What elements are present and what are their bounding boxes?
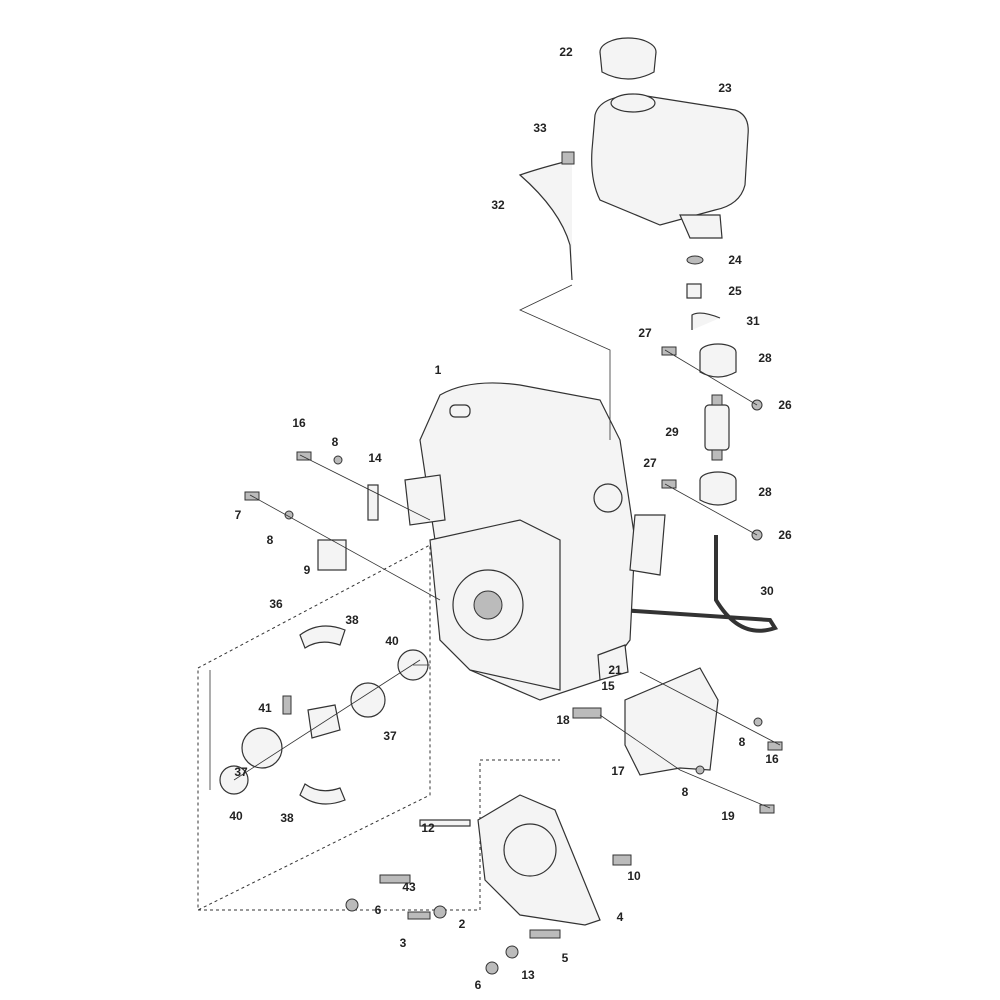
callout-27: 27	[638, 326, 652, 340]
fuel-line	[518, 159, 573, 281]
callout-31: 31	[746, 314, 760, 328]
callout-6: 6	[374, 903, 382, 917]
callout-41: 41	[258, 701, 272, 715]
callout-22: 22	[559, 45, 573, 59]
callout-38: 38	[280, 811, 294, 825]
callout-23: 23	[718, 81, 732, 95]
bearing-shell-38-bottom	[299, 783, 346, 805]
callout-7: 7	[234, 508, 242, 522]
callout-16: 16	[292, 416, 306, 430]
callout-15: 15	[601, 679, 615, 693]
callout-2: 2	[458, 917, 466, 931]
callout-24: 24	[728, 253, 742, 267]
callout-19: 19	[721, 809, 735, 823]
fuel-cap	[599, 37, 657, 80]
callout-18: 18	[556, 713, 570, 727]
callout-8: 8	[331, 435, 339, 449]
heat-shield-17	[624, 667, 719, 776]
callout-17: 17	[611, 764, 625, 778]
callout-28: 28	[758, 485, 772, 499]
kit-36-outline	[197, 544, 431, 911]
callout-9: 9	[303, 563, 311, 577]
callout-27: 27	[643, 456, 657, 470]
hose-30	[469, 535, 779, 633]
callout-26: 26	[778, 398, 792, 412]
callout-25: 25	[728, 284, 742, 298]
hose-31	[691, 312, 721, 330]
callout-8: 8	[681, 785, 689, 799]
clamp-28-top	[699, 343, 737, 378]
callout-16: 16	[765, 752, 779, 766]
callout-38: 38	[345, 613, 359, 627]
callout-30: 30	[760, 584, 774, 598]
callout-4: 4	[616, 910, 624, 924]
callout-12: 12	[421, 821, 435, 835]
callout-13: 13	[521, 968, 535, 982]
callout-6: 6	[474, 978, 482, 992]
thrust-washer-37-right	[350, 682, 386, 718]
engine	[404, 382, 666, 701]
thrust-washer-37-left	[241, 727, 283, 769]
callout-10: 10	[627, 869, 641, 883]
bracket-15	[597, 644, 629, 681]
pin-41	[282, 695, 292, 715]
fitting-25	[686, 283, 702, 299]
callout-32: 32	[491, 198, 505, 212]
callout-33: 33	[533, 121, 547, 135]
callout-28: 28	[758, 351, 772, 365]
callout-37: 37	[383, 729, 397, 743]
callout-8: 8	[738, 735, 746, 749]
callout-1: 1	[434, 363, 442, 377]
callout-29: 29	[665, 425, 679, 439]
callout-21: 21	[608, 663, 622, 677]
fuel-filter-29	[704, 394, 730, 461]
clamp-33	[561, 151, 575, 165]
callout-8: 8	[266, 533, 274, 547]
callout-26: 26	[778, 528, 792, 542]
fuel-tank	[591, 93, 749, 239]
bearing-shell-38-top	[299, 625, 346, 649]
callout-14: 14	[368, 451, 382, 465]
callout-40: 40	[385, 634, 399, 648]
callout-40: 40	[229, 809, 243, 823]
callout-36: 36	[269, 597, 283, 611]
clamp-28-bottom	[699, 471, 737, 506]
callout-37: 37	[234, 765, 248, 779]
callout-43: 43	[402, 880, 416, 894]
callout-5: 5	[561, 951, 569, 965]
callout-3: 3	[399, 936, 407, 950]
washer-24	[686, 255, 704, 265]
